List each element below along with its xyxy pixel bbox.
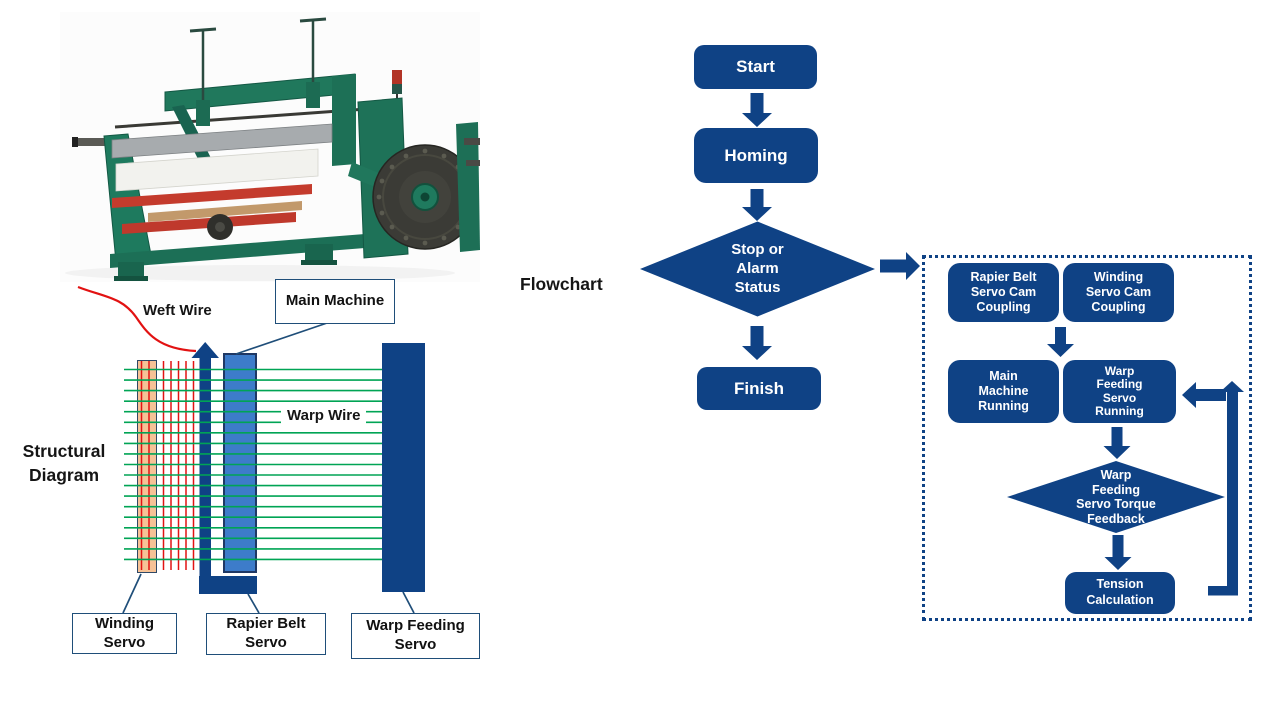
machine-clamp-left [196,100,210,126]
machine-right-shaft-1 [464,138,480,145]
arrow-start-to-homing [742,93,772,127]
winding-servo-label: Winding Servo [72,613,177,654]
machine-roller-tan [148,201,302,222]
arrow-homing-to-decision [742,189,772,221]
main-machine-label: Main Machine [275,279,395,324]
machine-gear-axle [420,192,430,202]
weft-wire-curve [77,285,197,353]
warp-wire-label: Warp Wire [281,406,367,425]
flow-node-homing: Homing [694,128,818,183]
machine-leg-left [118,262,144,278]
sub-node-winding-cam: Winding Servo Cam Coupling [1063,263,1174,322]
machine-pillar [332,74,356,166]
winding-connector-line [122,573,142,614]
machine-right-shaft-2 [466,160,480,166]
flowchart-title: Flowchart [520,274,603,294]
structural-diagram-title: Structural Diagram [22,441,106,485]
machine-left-shaft-tip [72,137,78,147]
machine-signal-lamp [392,70,402,84]
weft-wire-label: Weft Wire [143,302,212,319]
machine-clamp-right [306,82,320,108]
machine-roller-gray [111,123,333,159]
machine-leg-right [305,244,333,262]
flow-node-finish: Finish [697,367,821,410]
sub-node-torque-label: Warp Feeding Servo Torque Feedback [1076,468,1156,526]
arrow-decision-to-finish [742,326,772,360]
sub-node-tension: Tension Calculation [1065,572,1175,614]
warp-feeding-bar [382,343,425,592]
machine-left-shaft [76,138,106,146]
connector-lines [122,321,415,614]
flow-node-start: Start [694,45,817,89]
sub-node-rapier-cam: Rapier Belt Servo Cam Coupling [948,263,1059,322]
flow-node-decision-label: Stop or Alarm Status [731,241,784,297]
rapier-belt-servo-label: Rapier Belt Servo [206,613,326,655]
machine-foot-right [301,260,337,265]
sub-node-warp-running: Warp Feeding Servo Running [1063,360,1176,423]
rapier-connector-line [247,593,260,614]
machine-roller-red-1 [112,184,312,208]
warp-wire-lines [124,368,425,561]
machine-right-frame [456,122,480,252]
machine-shadow [65,265,455,281]
sub-node-main-running: Main Machine Running [948,360,1059,423]
warp-feeding-servo-label: Warp Feeding Servo [351,613,480,659]
machine-roller-white [115,148,319,192]
machine-foot-left [114,276,148,281]
subprocess-panel [922,255,1252,621]
machine-rod-right-top [299,17,327,23]
machine-photo [60,12,480,282]
machine-signal-base [392,84,402,94]
winding-roller-bar [137,360,157,573]
rapier-belt-bar [223,353,257,573]
machine-base-beam [110,234,365,268]
machine-small-gear-hub [215,222,225,232]
machine-rod-left-top [189,27,217,33]
arrow-decision-to-subprocess [880,252,920,280]
warp-feeding-connector-line [402,591,415,614]
main-machine-connector-line [235,321,331,355]
